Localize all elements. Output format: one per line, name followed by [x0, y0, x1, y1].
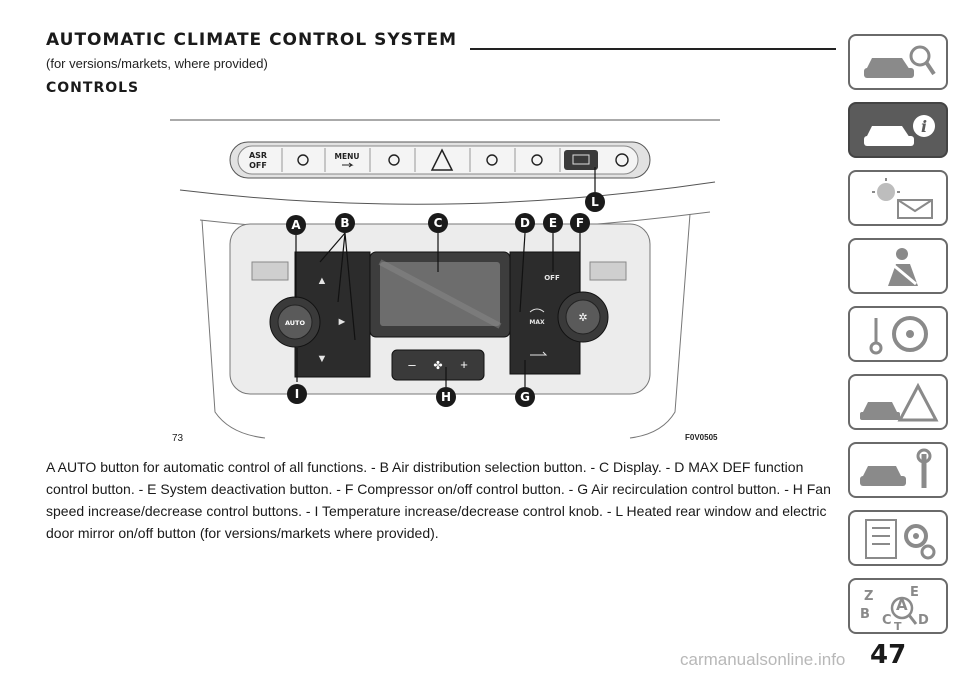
specs-gear-icon — [865, 519, 936, 560]
callout-f: F — [576, 216, 584, 230]
air-distribution-icon: ► — [337, 316, 348, 328]
tab-getting-to-know-instrument-panel[interactable]: i — [848, 102, 948, 158]
rear-fog-icon — [531, 154, 543, 166]
tab-knowing-the-car[interactable] — [848, 34, 948, 90]
title-rule — [470, 48, 836, 50]
figure-code: F0V0505 — [685, 433, 718, 442]
watermark: carmanualsonline.info — [680, 650, 846, 669]
section-heading: CONTROLS — [46, 80, 140, 96]
tab-safety[interactable] — [848, 238, 948, 294]
enter-icon — [342, 162, 354, 168]
steering-key-icon — [869, 316, 928, 355]
headlight-adjust-icon — [388, 154, 400, 166]
figure-caption: A AUTO button for automatic control of a… — [46, 459, 831, 541]
tab-technical-specifications[interactable] — [848, 510, 948, 566]
tab-index[interactable]: Z E B C A T D — [848, 578, 948, 634]
tab-in-an-emergency[interactable] — [848, 374, 948, 430]
max-def-icon — [529, 308, 545, 313]
callout-l: L — [591, 195, 599, 209]
callout-c: C — [434, 216, 443, 230]
index-letter-z: Z — [864, 589, 873, 604]
asr-off-label-line2: OFF — [249, 161, 267, 170]
climate-control-figure: ASR OFF MENU ▲ ► ▼ AUTO OFF MAX ✲ – ✤ + — [170, 119, 720, 439]
asr-off-label-line1: ASR — [249, 151, 267, 160]
auto-button-label: AUTO — [285, 319, 306, 327]
start-stop-icon — [615, 153, 629, 167]
temp-up-arrow-icon: ▲ — [317, 275, 328, 287]
menu-label: MENU — [335, 152, 360, 161]
tab-starting-and-driving[interactable] — [848, 306, 948, 362]
index-letter-t: T — [894, 620, 902, 630]
fan-icon: ✤ — [433, 360, 442, 372]
car-info-icon: i — [864, 115, 935, 146]
recirculation-icon — [530, 351, 548, 356]
callout-h: H — [441, 390, 451, 404]
car-wrench-icon — [860, 448, 932, 488]
off-label: OFF — [544, 274, 560, 282]
tab-servicing-and-care[interactable] — [848, 442, 948, 498]
callout-d: D — [520, 216, 530, 230]
index-letter-e: E — [910, 585, 919, 600]
page-title: AUTOMATIC CLIMATE CONTROL SYSTEM — [46, 30, 458, 50]
callout-b: B — [340, 216, 349, 230]
callout-e: E — [549, 216, 557, 230]
front-fog-icon — [486, 154, 498, 166]
index-letter-c: C — [882, 613, 892, 628]
page-subtitle: (for versions/markets, where provided) — [46, 56, 268, 71]
callout-i: I — [295, 387, 299, 401]
callout-a: A — [291, 218, 301, 232]
max-def-label: MAX — [529, 319, 545, 326]
svg-text:i: i — [921, 117, 927, 136]
seatbelt-person-icon — [888, 248, 918, 286]
warning-light-message-icon — [872, 178, 933, 219]
figure-number: 73 — [172, 433, 184, 444]
fan-decrease-label: – — [408, 357, 416, 372]
index-letter-a: A — [896, 596, 908, 614]
car-search-icon — [864, 45, 936, 78]
tab-warning-lights[interactable] — [848, 170, 948, 226]
callout-g: G — [520, 390, 530, 404]
heated-rear-window-icon — [572, 154, 590, 165]
heated-rear-window-button — [564, 150, 598, 170]
temp-down-arrow-icon: ▼ — [317, 353, 328, 365]
index-letter-b: B — [860, 607, 870, 622]
fan-increase-label: + — [460, 357, 468, 372]
snowflake-icon: ✲ — [578, 312, 587, 324]
car-hazard-icon — [860, 382, 939, 422]
page-number: 47 — [870, 640, 907, 670]
index-letter-d: D — [918, 613, 929, 628]
index-alphabet-icon: Z E B C A T D — [860, 585, 929, 630]
headlight-icon — [297, 154, 309, 166]
hazard-icon — [430, 148, 454, 171]
